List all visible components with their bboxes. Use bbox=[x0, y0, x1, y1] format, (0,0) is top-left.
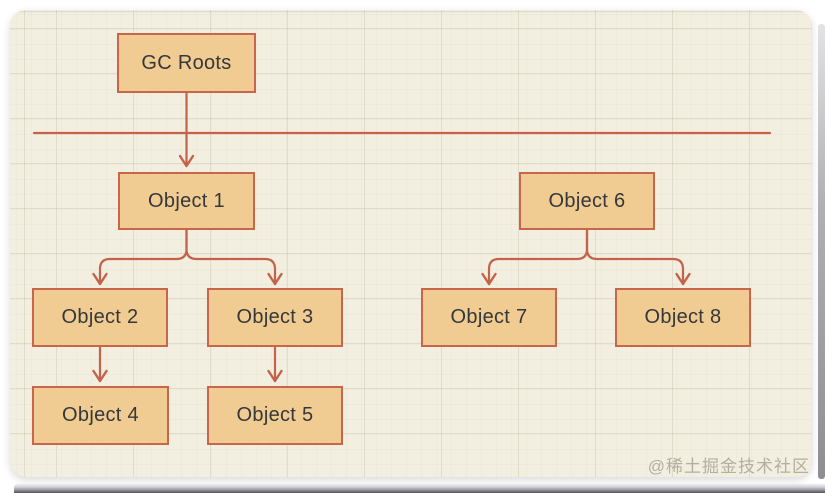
node-object-2: Object 2 bbox=[32, 288, 168, 347]
node-object-6: Object 6 bbox=[519, 172, 655, 230]
node-object-3: Object 3 bbox=[207, 288, 343, 347]
right-edge-shadow bbox=[818, 24, 825, 479]
node-gc-roots: GC Roots bbox=[117, 33, 256, 93]
juejin-watermark: @稀土掘金技术社区 bbox=[647, 457, 810, 476]
bottom-edge-shadow bbox=[14, 483, 825, 493]
node-object-7: Object 7 bbox=[421, 288, 557, 347]
node-object-8: Object 8 bbox=[615, 288, 751, 347]
node-object-5: Object 5 bbox=[207, 386, 343, 445]
node-object-1: Object 1 bbox=[118, 172, 255, 230]
node-object-4: Object 4 bbox=[32, 386, 169, 445]
